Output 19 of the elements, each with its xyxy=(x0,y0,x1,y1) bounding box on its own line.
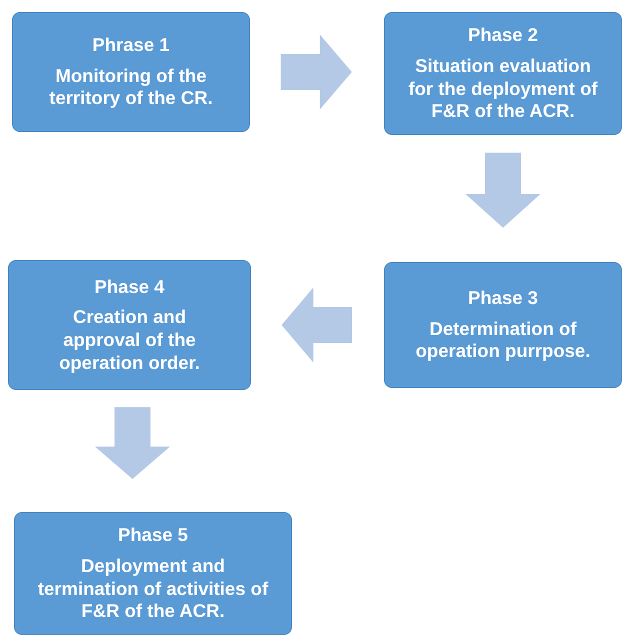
phase-description: Creation and approval of the operation order. xyxy=(58,306,201,374)
process-box xyxy=(8,260,251,390)
phase-heading: Phase 4 xyxy=(94,276,164,298)
phase-heading: Phrase 1 xyxy=(92,34,170,57)
process-box xyxy=(12,12,250,132)
process-box xyxy=(384,12,622,135)
phase-heading: Phase 2 xyxy=(468,24,538,47)
phase-heading: Phase 3 xyxy=(468,287,538,310)
block-arrow xyxy=(466,152,540,228)
phase-description: Monitoring of the territory of the CR. xyxy=(48,64,214,110)
phase-description: Determination of operation purrpose. xyxy=(414,318,592,363)
block-arrow xyxy=(95,407,170,480)
process-box xyxy=(14,512,292,635)
block-arrow xyxy=(282,288,352,362)
block-arrow xyxy=(280,34,352,110)
phase-description: Deployment and termination of activities of F&R of the ACR. xyxy=(37,554,269,623)
phase-heading: Phase 5 xyxy=(118,524,188,547)
process-box xyxy=(384,262,622,388)
phase-description: Situation evaluation for the deployment of F&R of the ACR. xyxy=(407,54,599,123)
